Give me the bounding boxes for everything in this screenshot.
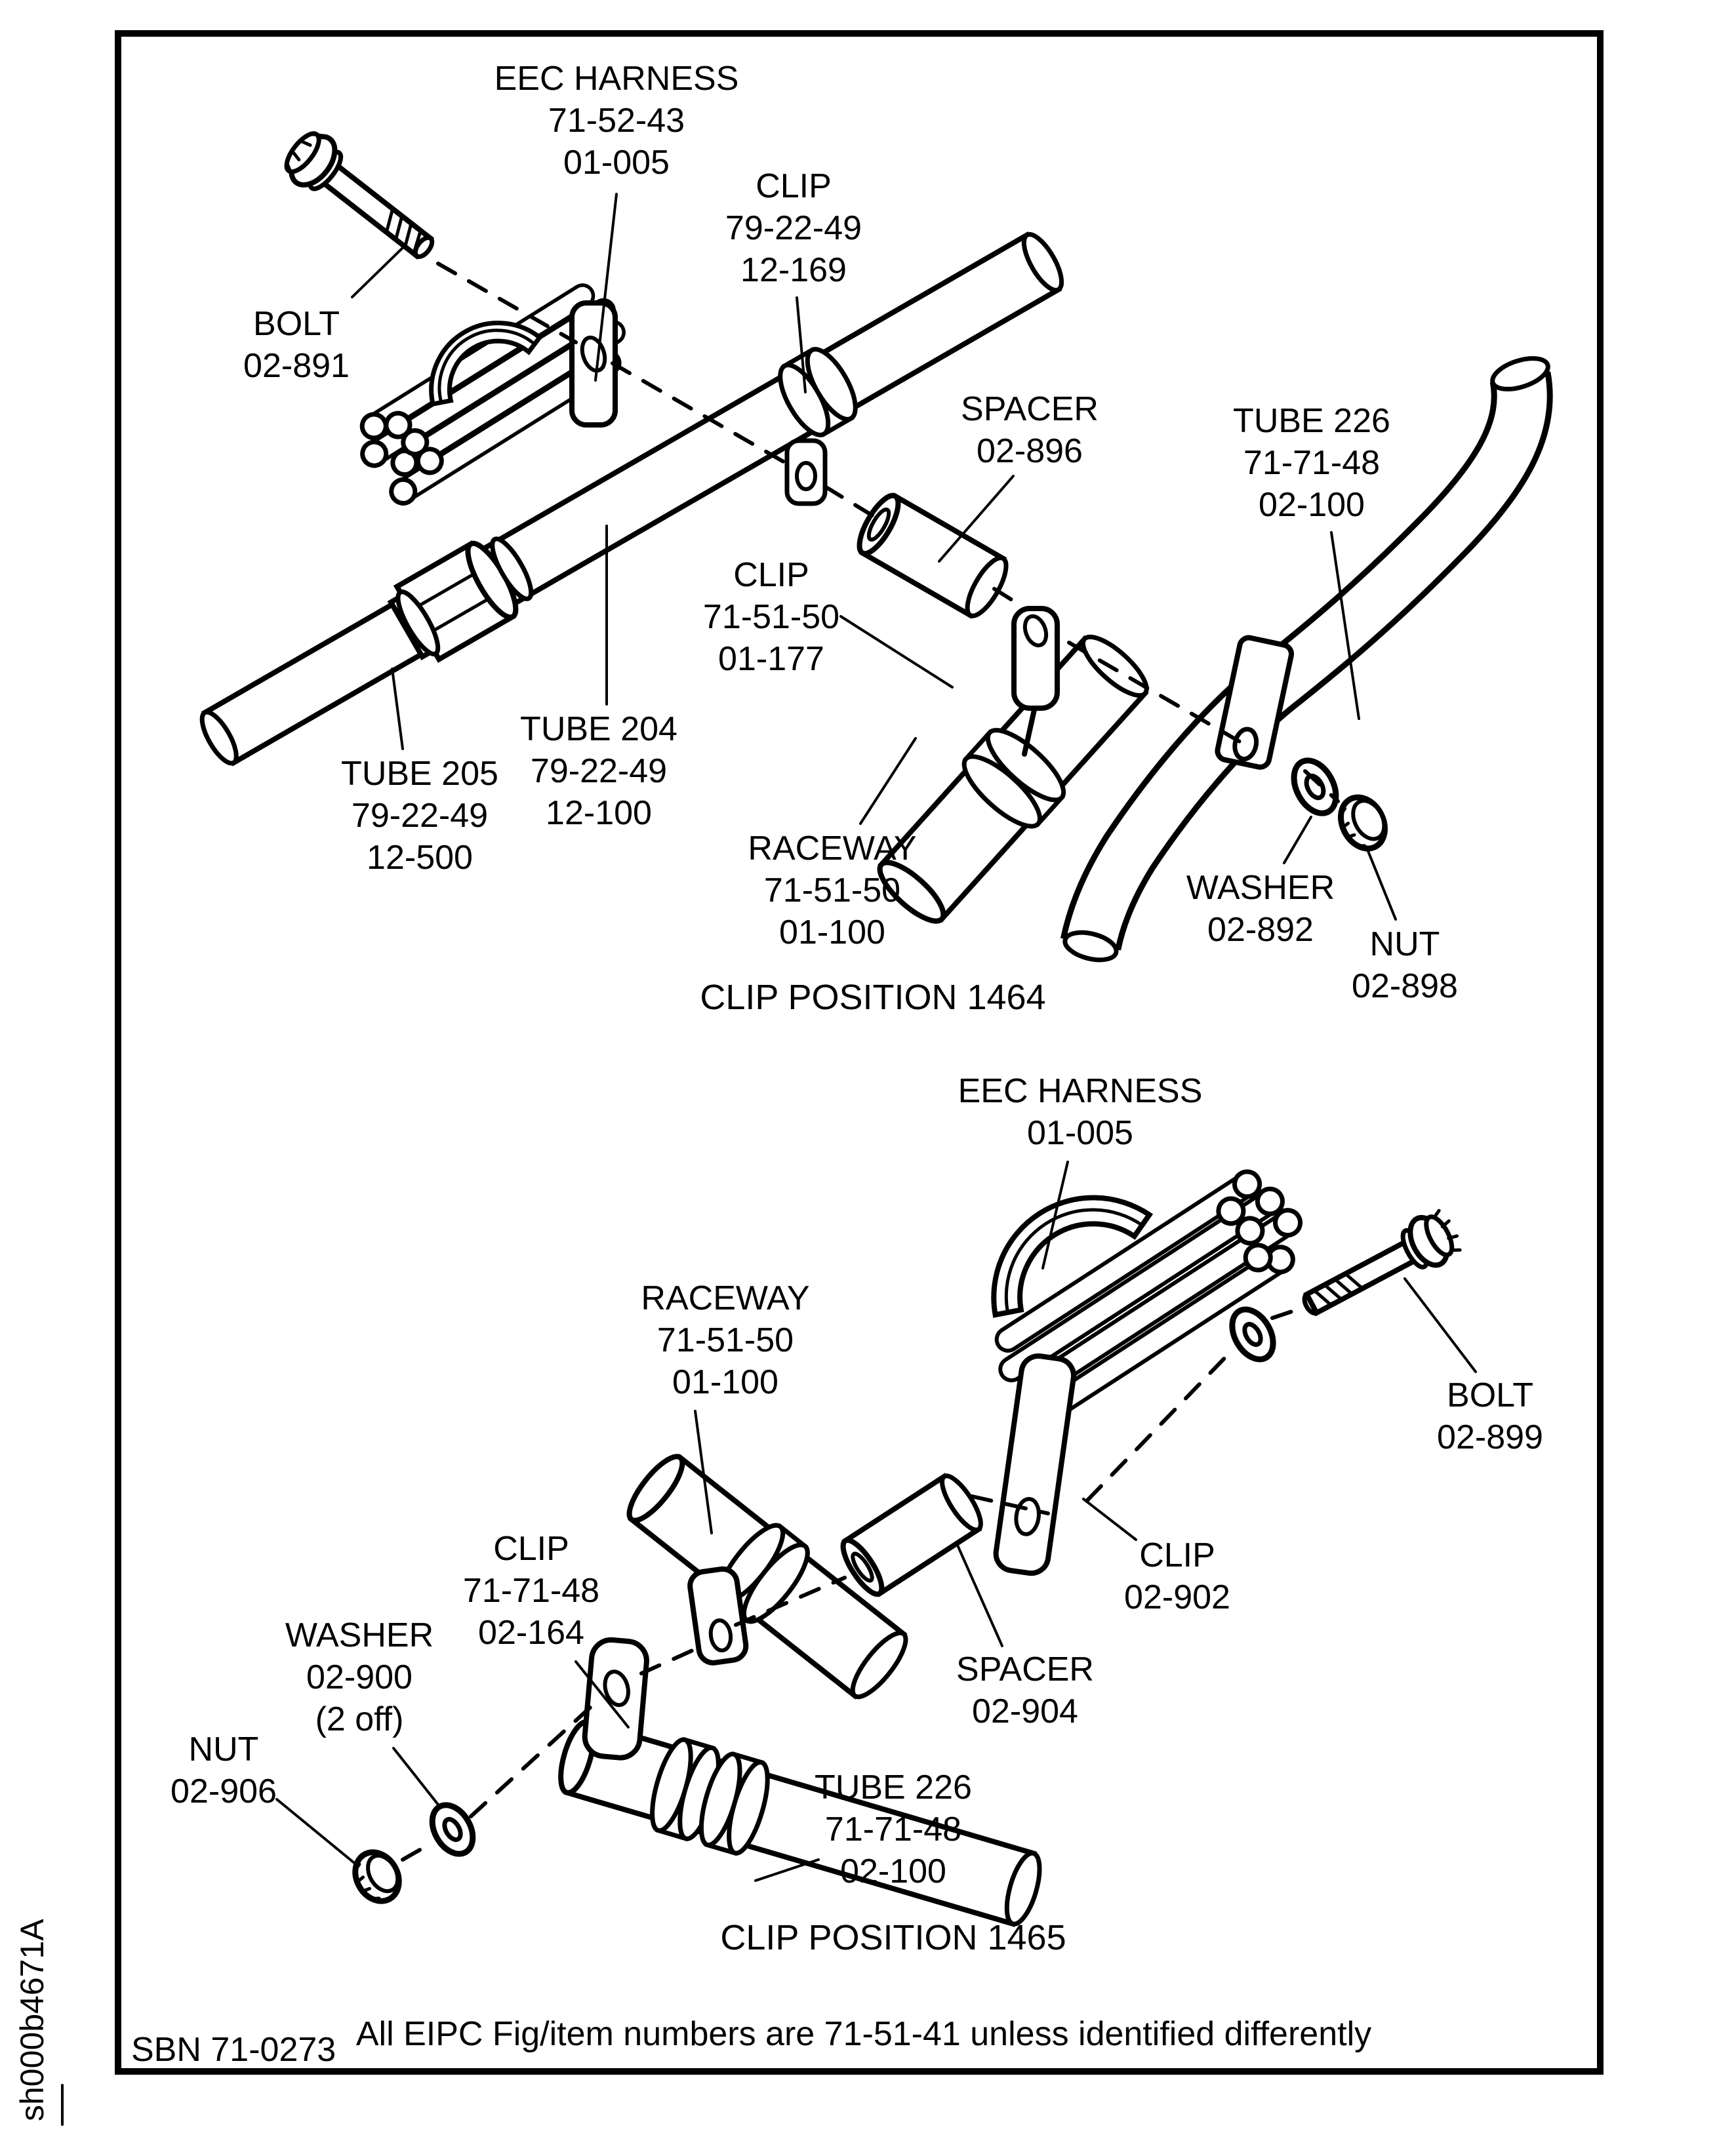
assembly-axis-figure2: [401, 1306, 1306, 1862]
tube-204-assembly: [199, 231, 1064, 767]
nut-02-906-part: [352, 1849, 402, 1904]
assembly-axis-figure1: [436, 262, 1340, 803]
leader-lines-figure2: [275, 1161, 1477, 1882]
strap-clip-figure1: [1215, 635, 1295, 770]
bolt-02-899-part: [1302, 1208, 1462, 1317]
washer-02-900-left: [429, 1802, 476, 1857]
clip-02-902-band: [991, 1195, 1154, 1318]
tube-226-figure1: [1060, 356, 1553, 963]
washer-02-900-right: [1229, 1306, 1276, 1363]
washer-02-892-part: [1291, 757, 1339, 816]
harness-clip-tab-figure1: [569, 300, 618, 428]
spacer-02-896-part: [857, 492, 1009, 619]
sheet-border: [115, 30, 1604, 2075]
leader-lines-figure1: [351, 193, 1397, 921]
raceway-figure1: [877, 634, 1149, 924]
clip-02-902-strap: [993, 1353, 1077, 1576]
spacer-02-904-part: [840, 1473, 983, 1597]
clip-12-169-tab: [784, 438, 828, 506]
harness-wires: [994, 1169, 1303, 1425]
eec-harness-bundle-figure2: [994, 1169, 1303, 1425]
nut-02-898-part: [1338, 794, 1388, 852]
clip-01-177-tab: [1011, 606, 1060, 757]
bolt-02-891-part: [284, 131, 435, 260]
raceway-clip-strap-figure2: [687, 1566, 749, 1666]
clip-02-164-tab: [582, 1637, 649, 1761]
